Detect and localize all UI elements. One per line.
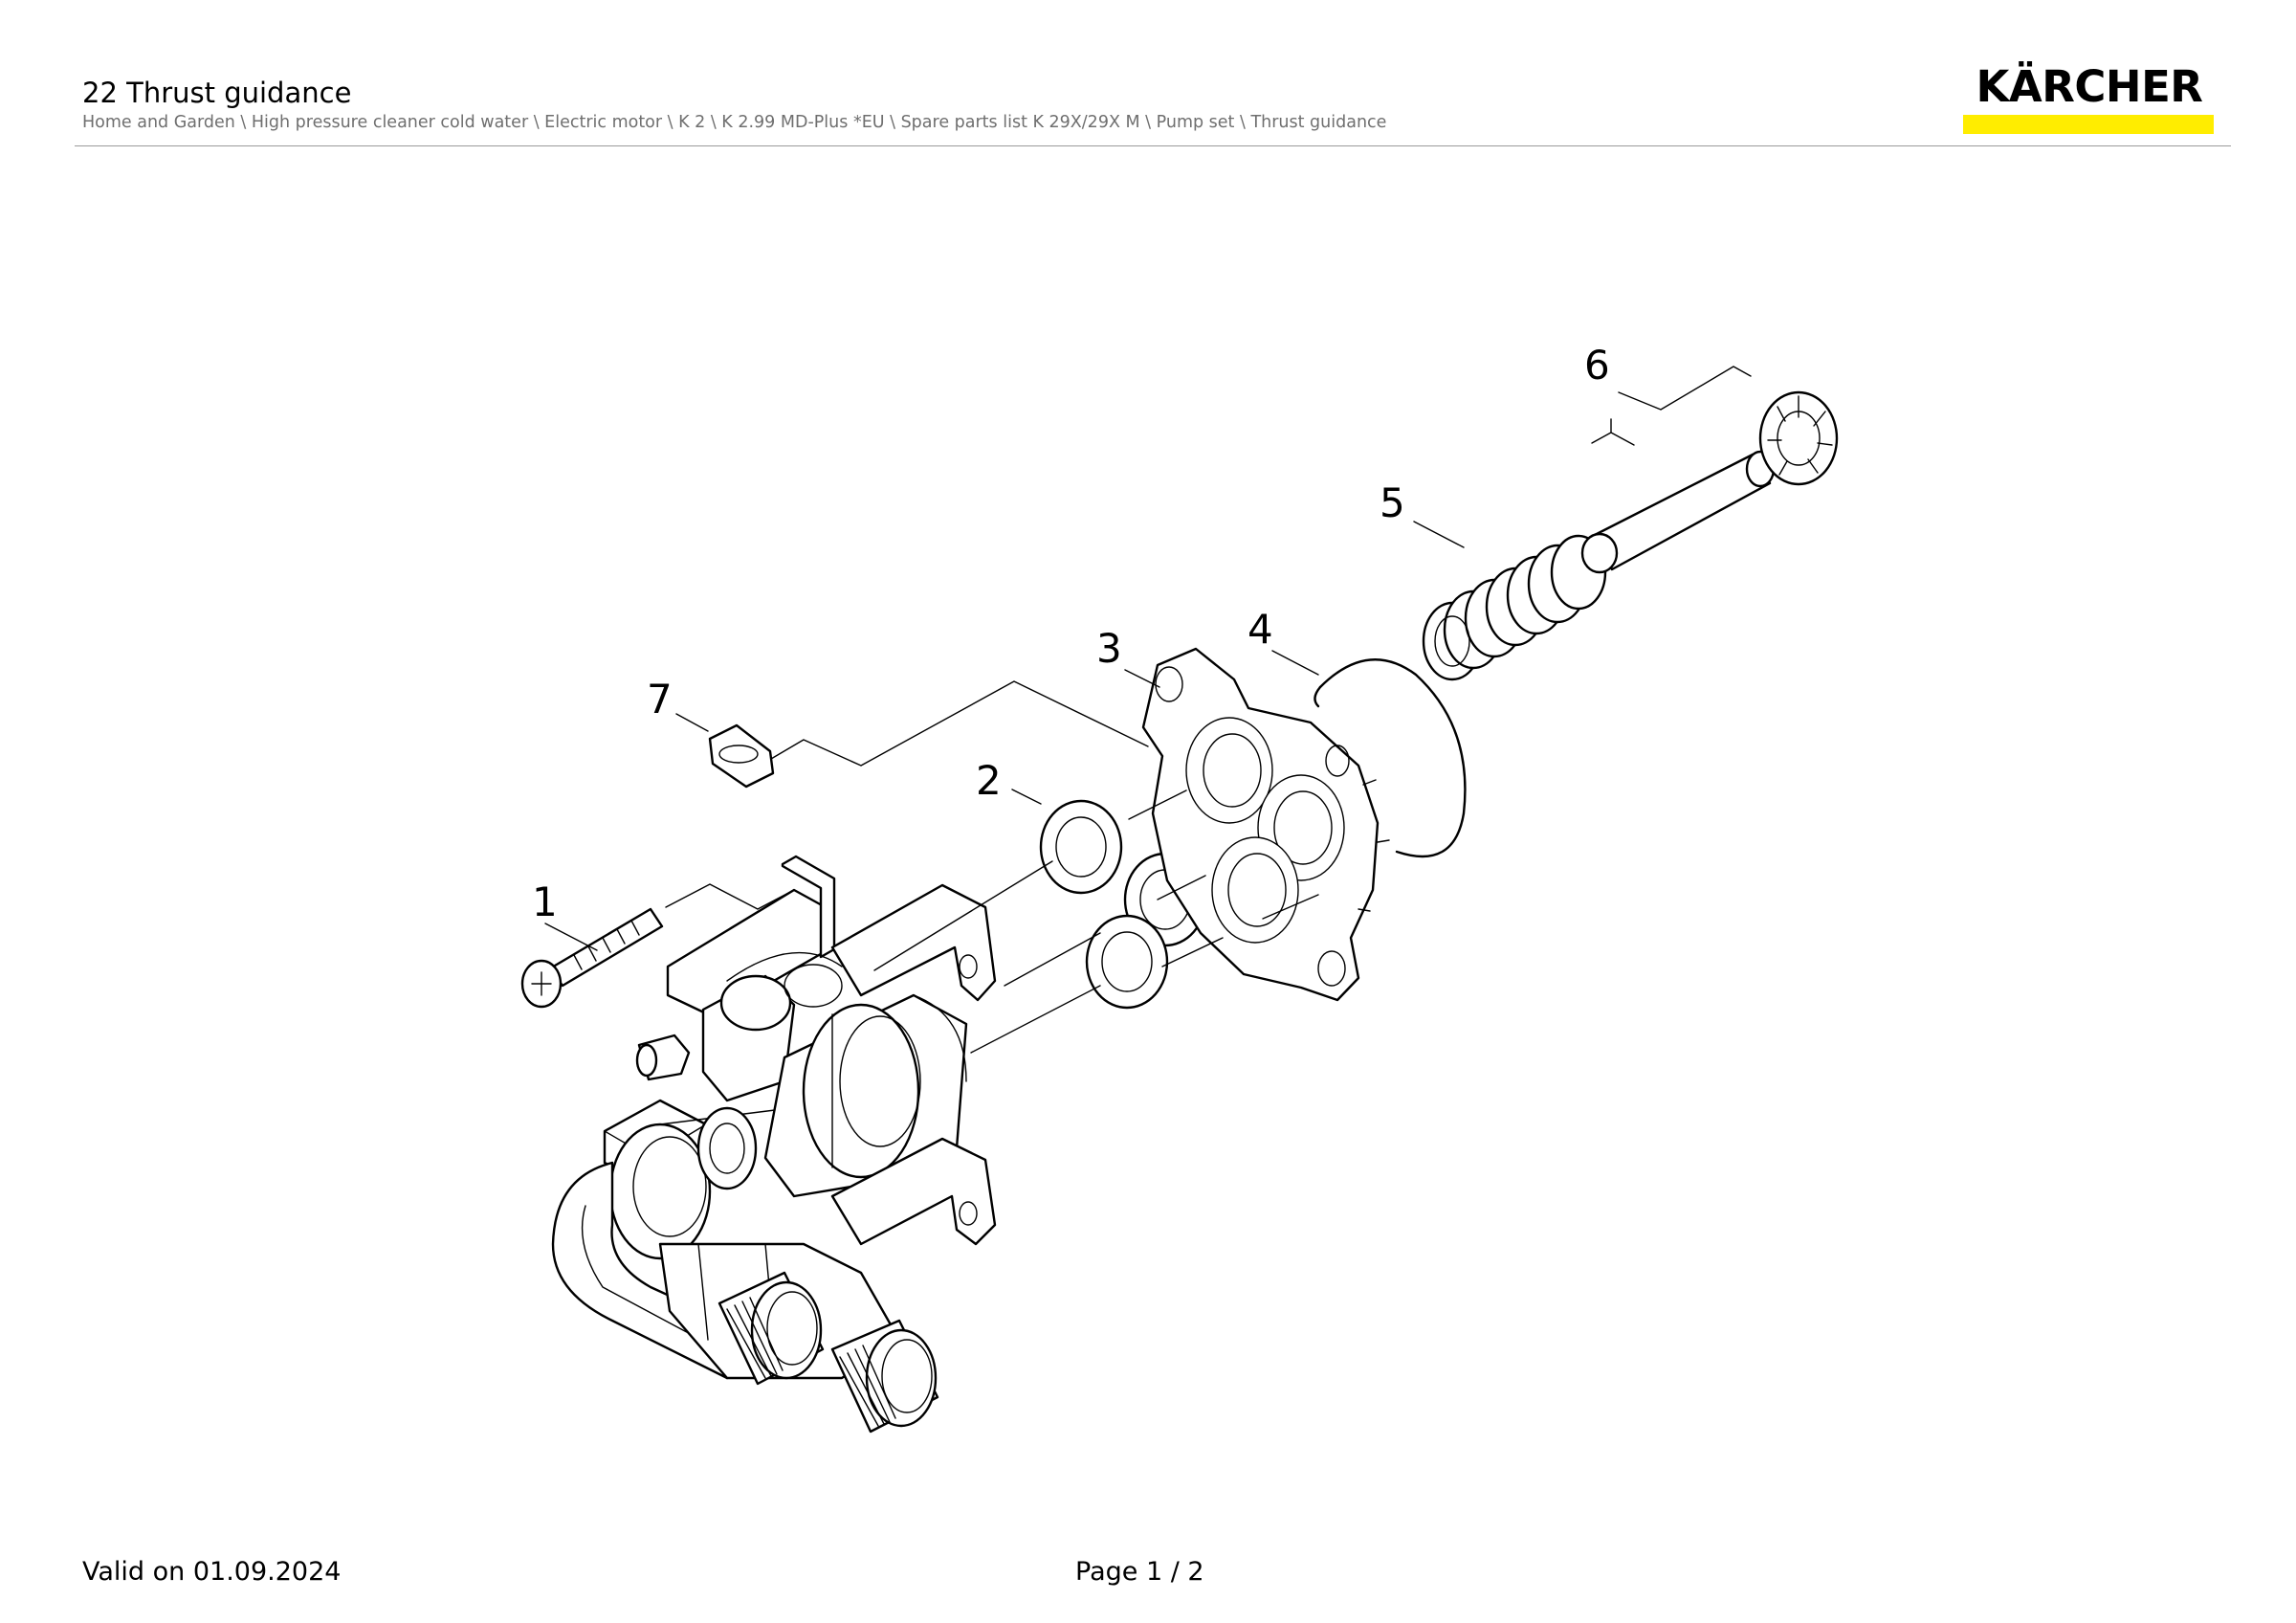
pump-housing [551, 855, 997, 1434]
leader-lines [544, 366, 1752, 1054]
karcher-logo: KÄRCHER [1961, 61, 2218, 138]
callout-labels: 1 2 3 4 5 6 7 [532, 342, 1610, 925]
page-title: 22 Thrust guidance [82, 77, 352, 109]
logo-yellow-bar [1963, 115, 2214, 134]
page-number: Page 1 / 2 [1075, 1557, 1204, 1587]
callout-1: 1 [532, 878, 558, 925]
callout-6: 6 [1584, 342, 1610, 389]
validity-date: Valid on 01.09.2024 [82, 1557, 342, 1587]
breadcrumb: Home and Garden \ High pressure cleaner … [82, 113, 1387, 132]
page-header: 22 Thrust guidance Home and Garden \ Hig… [0, 0, 2296, 153]
part-1-screw [520, 907, 664, 1009]
part-5-spring [1422, 534, 1607, 681]
exploded-parts-drawing: 1 2 3 4 5 6 7 [0, 153, 2296, 1493]
thrust-guidance-diagram: 1 2 3 4 5 6 7 [520, 342, 1839, 1434]
logo-wordmark: KÄRCHER [1976, 61, 2203, 112]
header-divider [75, 145, 2231, 146]
callout-4: 4 [1247, 606, 1273, 653]
callout-2: 2 [976, 757, 1002, 804]
part-3-thrust-plate [1141, 647, 1390, 1002]
callout-3: 3 [1096, 625, 1122, 672]
part-6-pin-and-washer [1580, 390, 1839, 574]
callout-5: 5 [1380, 479, 1405, 526]
callout-7: 7 [647, 676, 673, 723]
part-7-nut [708, 723, 775, 789]
part-4-o-ring [1314, 658, 1467, 858]
